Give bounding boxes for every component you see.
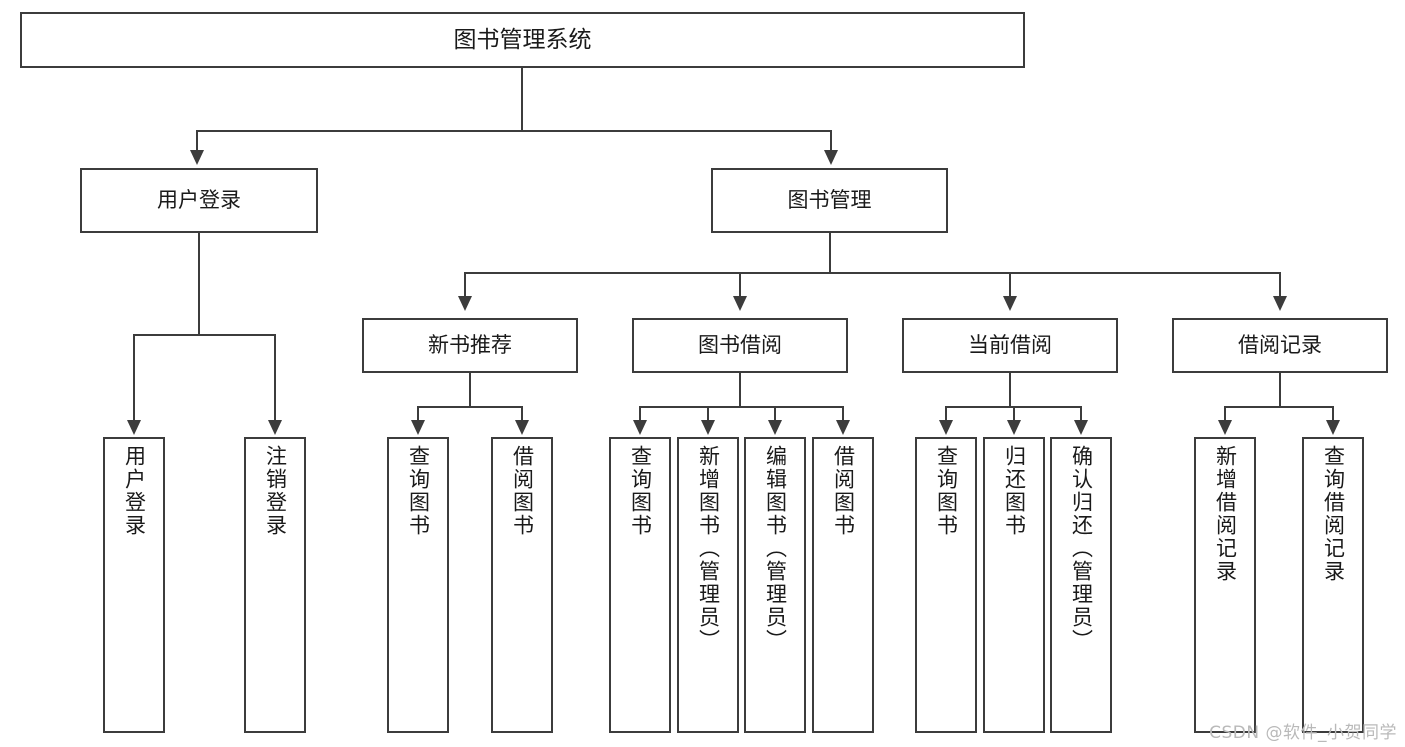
leaf-add-borrow-record: 新增借阅记录 [1194,437,1256,733]
arrowhead-leaf-add-borrow-record [1218,420,1232,435]
connector-borrow-record-bus [1224,406,1333,408]
leaf-logout-login: 注销登录 [244,437,306,733]
arrowhead-leaf-user-login [127,420,141,435]
leaf-query-book-2: 查询图书 [609,437,671,733]
node-label: 新增借阅记录 [1213,445,1238,583]
connector-new-book-bus [417,406,522,408]
connector-user-login-bus [133,334,275,336]
arrowhead-to-book-borrow [733,296,747,311]
leaf-return-book: 归还图书 [983,437,1045,733]
node-user-login: 用户登录 [80,168,318,233]
connector-root-to-user-login [196,130,198,152]
arrowhead-leaf-add-book [701,420,715,435]
node-label: 注销登录 [263,445,288,537]
connector-user-login-drop-1 [133,334,135,422]
node-label: 查询图书 [406,445,431,537]
arrowhead-leaf-query-book-1 [411,420,425,435]
connector-book-borrow-bus [639,406,843,408]
leaf-add-book: 新增图书（管理员） [677,437,739,733]
connector-user-login-drop-2 [274,334,276,422]
node-label: 图书管理 [787,188,872,213]
arrowhead-leaf-confirm-return [1074,420,1088,435]
leaf-confirm-return: 确认归还（管理员） [1050,437,1112,733]
node-label: 用户登录 [122,445,147,537]
leaf-query-book-1: 查询图书 [387,437,449,733]
connector-to-new-book-recommend [464,272,466,298]
node-label: 编辑图书（管理员） [763,445,788,652]
node-label: 图书借阅 [698,333,782,358]
node-label: 查询图书 [934,445,959,537]
leaf-query-borrow-record: 查询借阅记录 [1302,437,1364,733]
arrowhead-leaf-query-borrow-record [1326,420,1340,435]
leaf-borrow-book-1: 借阅图书 [491,437,553,733]
connector-root-bus [196,130,832,132]
connector-current-borrow-drop-3 [1080,406,1082,422]
connector-current-borrow-stem [1009,373,1011,407]
connector-new-book-drop-2 [521,406,523,422]
node-label: 用户登录 [157,188,241,213]
node-root-library-system: 图书管理系统 [20,12,1025,68]
arrowhead-leaf-logout-login [268,420,282,435]
arrowhead-leaf-borrow-book-2 [836,420,850,435]
node-new-book-recommend: 新书推荐 [362,318,578,373]
node-label: 查询借阅记录 [1321,445,1346,583]
arrowhead-to-current-borrow [1003,296,1017,311]
connector-root-to-book-manage [830,130,832,152]
node-label: 借阅图书 [831,445,856,537]
node-label: 新增图书（管理员） [696,445,721,652]
csdn-watermark: CSDN @软件_小贺同学 [1209,723,1397,743]
connector-book-borrow-drop-2 [707,406,709,422]
connector-to-borrow-record [1279,272,1281,298]
connector-book-borrow-drop-4 [842,406,844,422]
connector-book-borrow-drop-1 [639,406,641,422]
connector-borrow-record-stem [1279,373,1281,407]
arrowhead-to-user-login [190,150,204,165]
arrowhead-leaf-query-book-2 [633,420,647,435]
node-label: 归还图书 [1002,445,1027,537]
connector-new-book-stem [469,373,471,407]
leaf-edit-book: 编辑图书（管理员） [744,437,806,733]
connector-current-borrow-drop-2 [1013,406,1015,422]
node-label: 确认归还（管理员） [1069,445,1094,652]
connector-borrow-record-drop-2 [1332,406,1334,422]
node-borrow-record: 借阅记录 [1172,318,1388,373]
arrowhead-leaf-return-book [1007,420,1021,435]
node-book-manage: 图书管理 [711,168,948,233]
node-label: 新书推荐 [428,333,512,358]
arrowhead-leaf-borrow-book-1 [515,420,529,435]
connector-book-borrow-stem [739,373,741,407]
connector-book-borrow-drop-3 [774,406,776,422]
arrowhead-to-new-book-recommend [458,296,472,311]
leaf-user-login: 用户登录 [103,437,165,733]
connector-root-stem [521,68,523,131]
node-label: 当前借阅 [968,333,1052,358]
connector-current-borrow-drop-1 [945,406,947,422]
arrowhead-to-book-manage [824,150,838,165]
leaf-query-book-3: 查询图书 [915,437,977,733]
connector-book-manage-bus [464,272,1281,274]
arrowhead-leaf-edit-book [768,420,782,435]
node-label: 图书管理系统 [453,26,592,53]
connector-to-current-borrow [1009,272,1011,298]
node-current-borrow: 当前借阅 [902,318,1118,373]
node-label: 借阅图书 [510,445,535,537]
connector-to-book-borrow [739,272,741,298]
connector-user-login-stem [198,233,200,335]
connector-book-manage-stem [829,233,831,273]
node-label: 借阅记录 [1238,333,1322,358]
arrowhead-to-borrow-record [1273,296,1287,311]
arrowhead-leaf-query-book-3 [939,420,953,435]
connector-borrow-record-drop-1 [1224,406,1226,422]
node-label: 查询图书 [628,445,653,537]
leaf-borrow-book-2: 借阅图书 [812,437,874,733]
connector-new-book-drop-1 [417,406,419,422]
node-book-borrow: 图书借阅 [632,318,848,373]
